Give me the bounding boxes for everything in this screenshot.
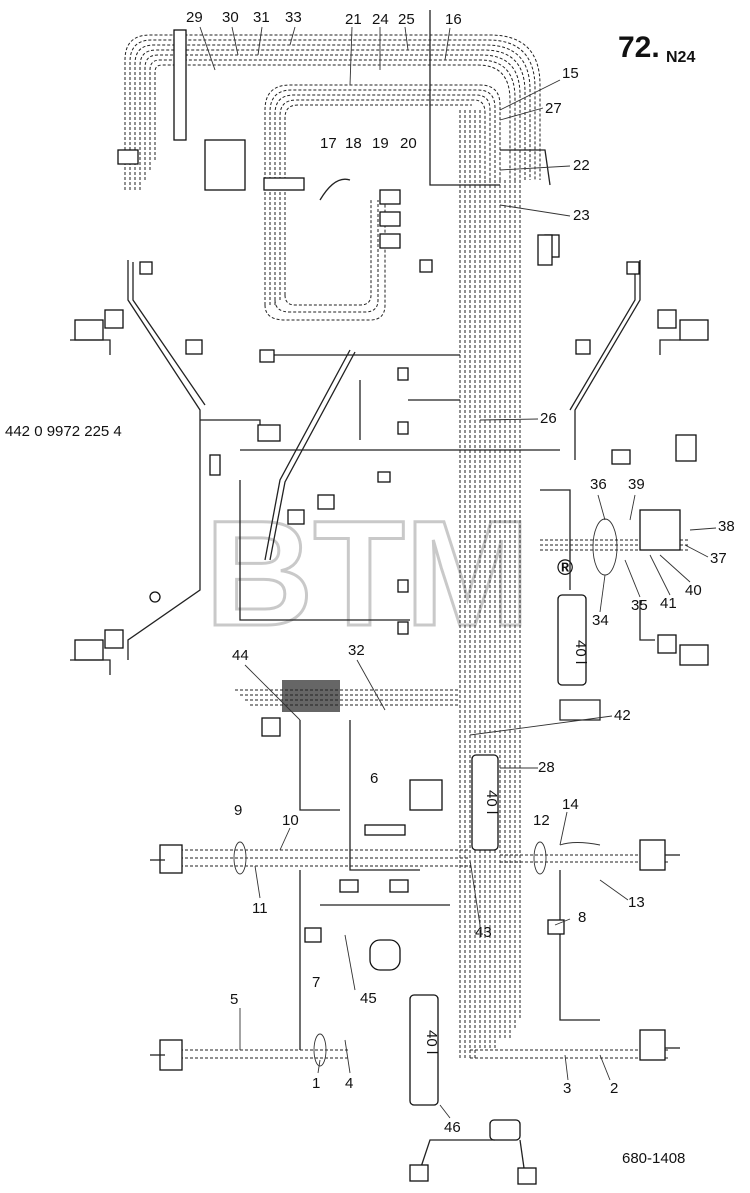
- right-reservoir-group: 40 l: [540, 434, 697, 721]
- callout-10: 10: [282, 812, 299, 829]
- callout-2: 2: [610, 1080, 618, 1097]
- callout-36: 36: [590, 476, 607, 493]
- loop-ring-36: [592, 518, 618, 576]
- callout-41: 41: [660, 595, 677, 612]
- callout-18: 18: [345, 135, 362, 152]
- brake-chamber-axle3-right: [639, 1029, 666, 1061]
- brake-chamber-axle2-right: [639, 839, 666, 871]
- drawing-number: 680-1408: [622, 1150, 685, 1167]
- callout-23: 23: [573, 207, 590, 224]
- callout-46: 46: [444, 1119, 461, 1136]
- callout-leader-lines: [199, 26, 717, 1119]
- callout-30: 30: [222, 9, 239, 26]
- callout-3: 3: [563, 1080, 571, 1097]
- hatched-compressor-block: [282, 680, 340, 712]
- tank-label-lower: 40 l: [423, 1030, 440, 1054]
- middle-valve-cluster: [185, 259, 560, 635]
- callout-44: 44: [232, 647, 249, 664]
- brake-chamber-rear-left: [74, 639, 104, 661]
- callout-17: 17: [320, 135, 337, 152]
- main-vertical-trunk: [459, 110, 521, 1060]
- callout-1: 1: [312, 1075, 320, 1092]
- callout-5: 5: [230, 991, 238, 1008]
- callout-35: 35: [631, 597, 648, 614]
- callout-8: 8: [578, 909, 586, 926]
- callout-29: 29: [186, 9, 203, 26]
- lower-central-system: 40 l 40 l: [235, 680, 500, 1106]
- callout-43: 43: [475, 924, 492, 941]
- callout-9: 9: [234, 802, 242, 819]
- air-reservoir-center: [471, 754, 499, 851]
- page-suffix: N24: [666, 49, 695, 66]
- callout-16: 16: [445, 11, 462, 28]
- page-number: 72.: [618, 31, 660, 64]
- callout-25: 25: [398, 11, 415, 28]
- callout-39: 39: [628, 476, 645, 493]
- callout-38: 38: [718, 518, 735, 535]
- upper-valve-stack: [117, 10, 553, 266]
- tank-label-center: 40 l: [483, 790, 500, 814]
- sheet-header: 72. N24 442 0 9972 225 4 680-1408: [5, 31, 695, 1167]
- watermark-text: BTM: [205, 489, 530, 657]
- callout-12: 12: [533, 812, 550, 829]
- callout-19: 19: [372, 135, 389, 152]
- callout-labels: 1 2 3 4 5 6 7 8 9 10 11 12 13 14 15 16 1…: [186, 9, 735, 1136]
- callout-31: 31: [253, 9, 270, 26]
- callout-21: 21: [345, 11, 362, 28]
- brake-chamber-axle2-left: [159, 844, 183, 874]
- callout-24: 24: [372, 11, 389, 28]
- callout-37: 37: [710, 550, 727, 567]
- callout-27: 27: [545, 100, 562, 117]
- brake-chamber-front-right: [679, 319, 709, 341]
- callout-42: 42: [614, 707, 631, 724]
- callout-6: 6: [370, 770, 378, 787]
- callout-13: 13: [628, 894, 645, 911]
- top-hose-bundle: [124, 34, 541, 190]
- callout-22: 22: [573, 157, 590, 174]
- callout-20: 20: [400, 135, 417, 152]
- left-upper-brake-group: [70, 260, 261, 675]
- callout-26: 26: [540, 410, 557, 427]
- watermark: BTM ®: [204, 488, 574, 659]
- callout-4: 4: [345, 1075, 353, 1092]
- callout-14: 14: [562, 796, 579, 813]
- bottom-axle-assemblies: [150, 839, 680, 1185]
- callout-32: 32: [348, 642, 365, 659]
- callout-7: 7: [312, 974, 320, 991]
- callout-28: 28: [538, 759, 555, 776]
- callout-40: 40: [685, 582, 702, 599]
- inner-hose-loop: [264, 84, 501, 321]
- tank-label-right: 40 l: [572, 640, 589, 664]
- callout-34: 34: [592, 612, 609, 629]
- part-number: 442 0 9972 225 4: [5, 423, 122, 440]
- brake-chamber-rear-right: [679, 644, 709, 666]
- brake-chamber-front-left: [74, 319, 104, 341]
- callout-45: 45: [360, 990, 377, 1007]
- callout-33: 33: [285, 9, 302, 26]
- callout-11: 11: [252, 900, 268, 917]
- watermark-registered-mark: ®: [557, 555, 573, 580]
- air-reservoir-right: [557, 594, 587, 686]
- callout-15: 15: [562, 65, 579, 82]
- air-reservoir-lower: [409, 994, 439, 1106]
